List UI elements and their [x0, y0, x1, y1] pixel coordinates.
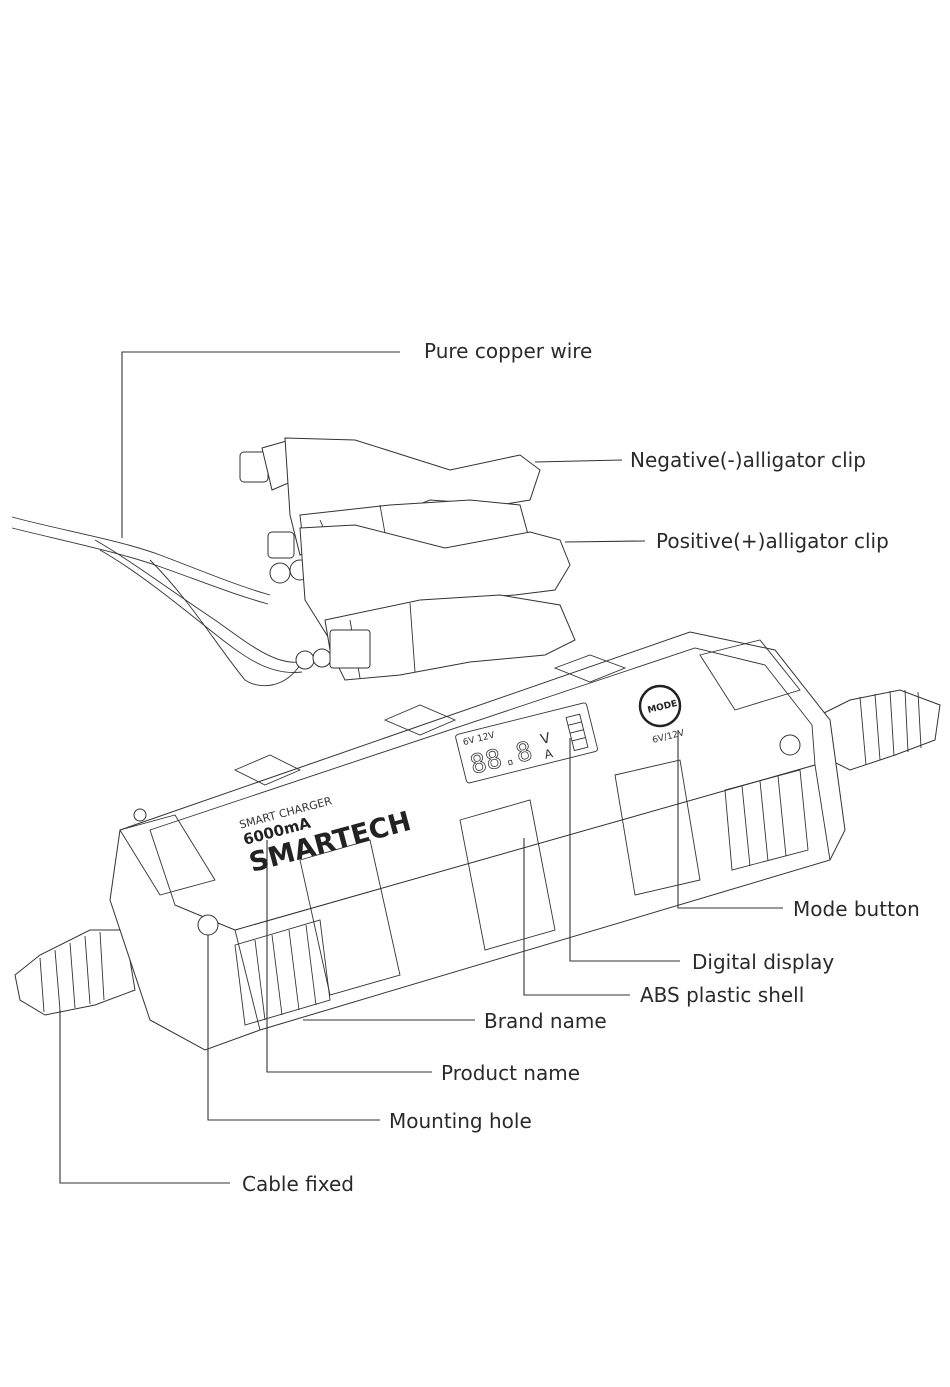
label-pure-copper-wire: Pure copper wire — [424, 339, 592, 363]
label-negative-clip: Negative(-)alligator clip — [630, 448, 866, 472]
positive-alligator-clip — [268, 525, 575, 680]
label-digital-display: Digital display — [692, 950, 834, 974]
label-positive-clip: Positive(+)alligator clip — [656, 529, 889, 553]
cables — [12, 517, 302, 686]
right-strain-relief — [820, 690, 940, 770]
label-mounting-hole: Mounting hole — [389, 1109, 532, 1133]
label-brand-name: Brand name — [484, 1009, 607, 1033]
label-abs-shell: ABS plastic shell — [640, 983, 804, 1007]
label-product-name: Product name — [441, 1061, 580, 1085]
label-mode-button: Mode button — [793, 897, 920, 921]
label-cable-fixed: Cable fixed — [242, 1172, 354, 1196]
left-strain-relief — [15, 930, 135, 1015]
